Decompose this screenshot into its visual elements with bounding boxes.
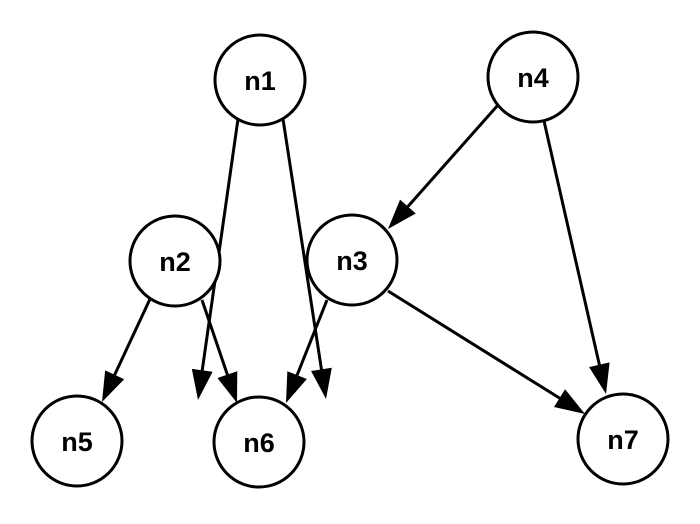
- node-label-n7: n7: [607, 425, 639, 455]
- arrowhead-icon: [102, 370, 125, 402]
- edge-line: [110, 298, 152, 381]
- arrowhead-icon: [311, 367, 332, 399]
- node-n1[interactable]: n1: [213, 33, 307, 127]
- nodes-layer: n1 n2 n3 n4 n5 n6 n7: [30, 30, 670, 489]
- edge-line: [200, 299, 231, 381]
- arrowhead-icon: [388, 199, 416, 229]
- node-n5[interactable]: n5: [30, 394, 124, 488]
- node-n3[interactable]: n3: [305, 213, 399, 307]
- arrowhead-icon: [589, 362, 610, 394]
- node-label-n1: n1: [244, 66, 276, 96]
- edge-line: [281, 118, 324, 376]
- node-n2[interactable]: n2: [128, 214, 222, 308]
- arrowhead-icon: [286, 371, 307, 403]
- node-n6[interactable]: n6: [212, 395, 306, 489]
- node-n4[interactable]: n4: [486, 30, 580, 124]
- arrowhead-icon: [553, 389, 585, 414]
- edge-n2-to-n5: [102, 298, 152, 402]
- node-label-n2: n2: [159, 247, 191, 277]
- node-circle-n1[interactable]: [213, 33, 307, 127]
- arrowhead-icon: [191, 368, 213, 400]
- edge-line: [402, 104, 500, 213]
- edge-n2-to-n6: [200, 299, 238, 403]
- edge-n4-to-n3: [388, 104, 500, 229]
- node-circle-n5[interactable]: [30, 394, 124, 488]
- edges-layer: [102, 104, 610, 414]
- edge-n1-to-n3: [281, 118, 332, 399]
- edge-line: [199, 118, 240, 377]
- node-circle-n4[interactable]: [486, 30, 580, 124]
- node-circle-n3[interactable]: [305, 213, 399, 307]
- node-label-n3: n3: [336, 246, 368, 276]
- node-label-n4: n4: [517, 63, 549, 93]
- node-circle-n6[interactable]: [212, 395, 306, 489]
- node-circle-n2[interactable]: [128, 214, 222, 308]
- edge-n3-to-n6: [286, 299, 329, 403]
- edge-n1-to-n2: [191, 118, 240, 400]
- node-label-n6: n6: [243, 428, 275, 458]
- node-circle-n7[interactable]: [576, 392, 670, 486]
- edge-line: [542, 120, 603, 371]
- edge-n4-to-n7: [542, 120, 610, 394]
- edge-line: [387, 289, 566, 403]
- arrowhead-icon: [217, 371, 238, 403]
- edge-n3-to-n7: [387, 289, 585, 414]
- node-label-n5: n5: [61, 427, 93, 457]
- edge-line: [293, 299, 329, 382]
- node-n7[interactable]: n7: [576, 392, 670, 486]
